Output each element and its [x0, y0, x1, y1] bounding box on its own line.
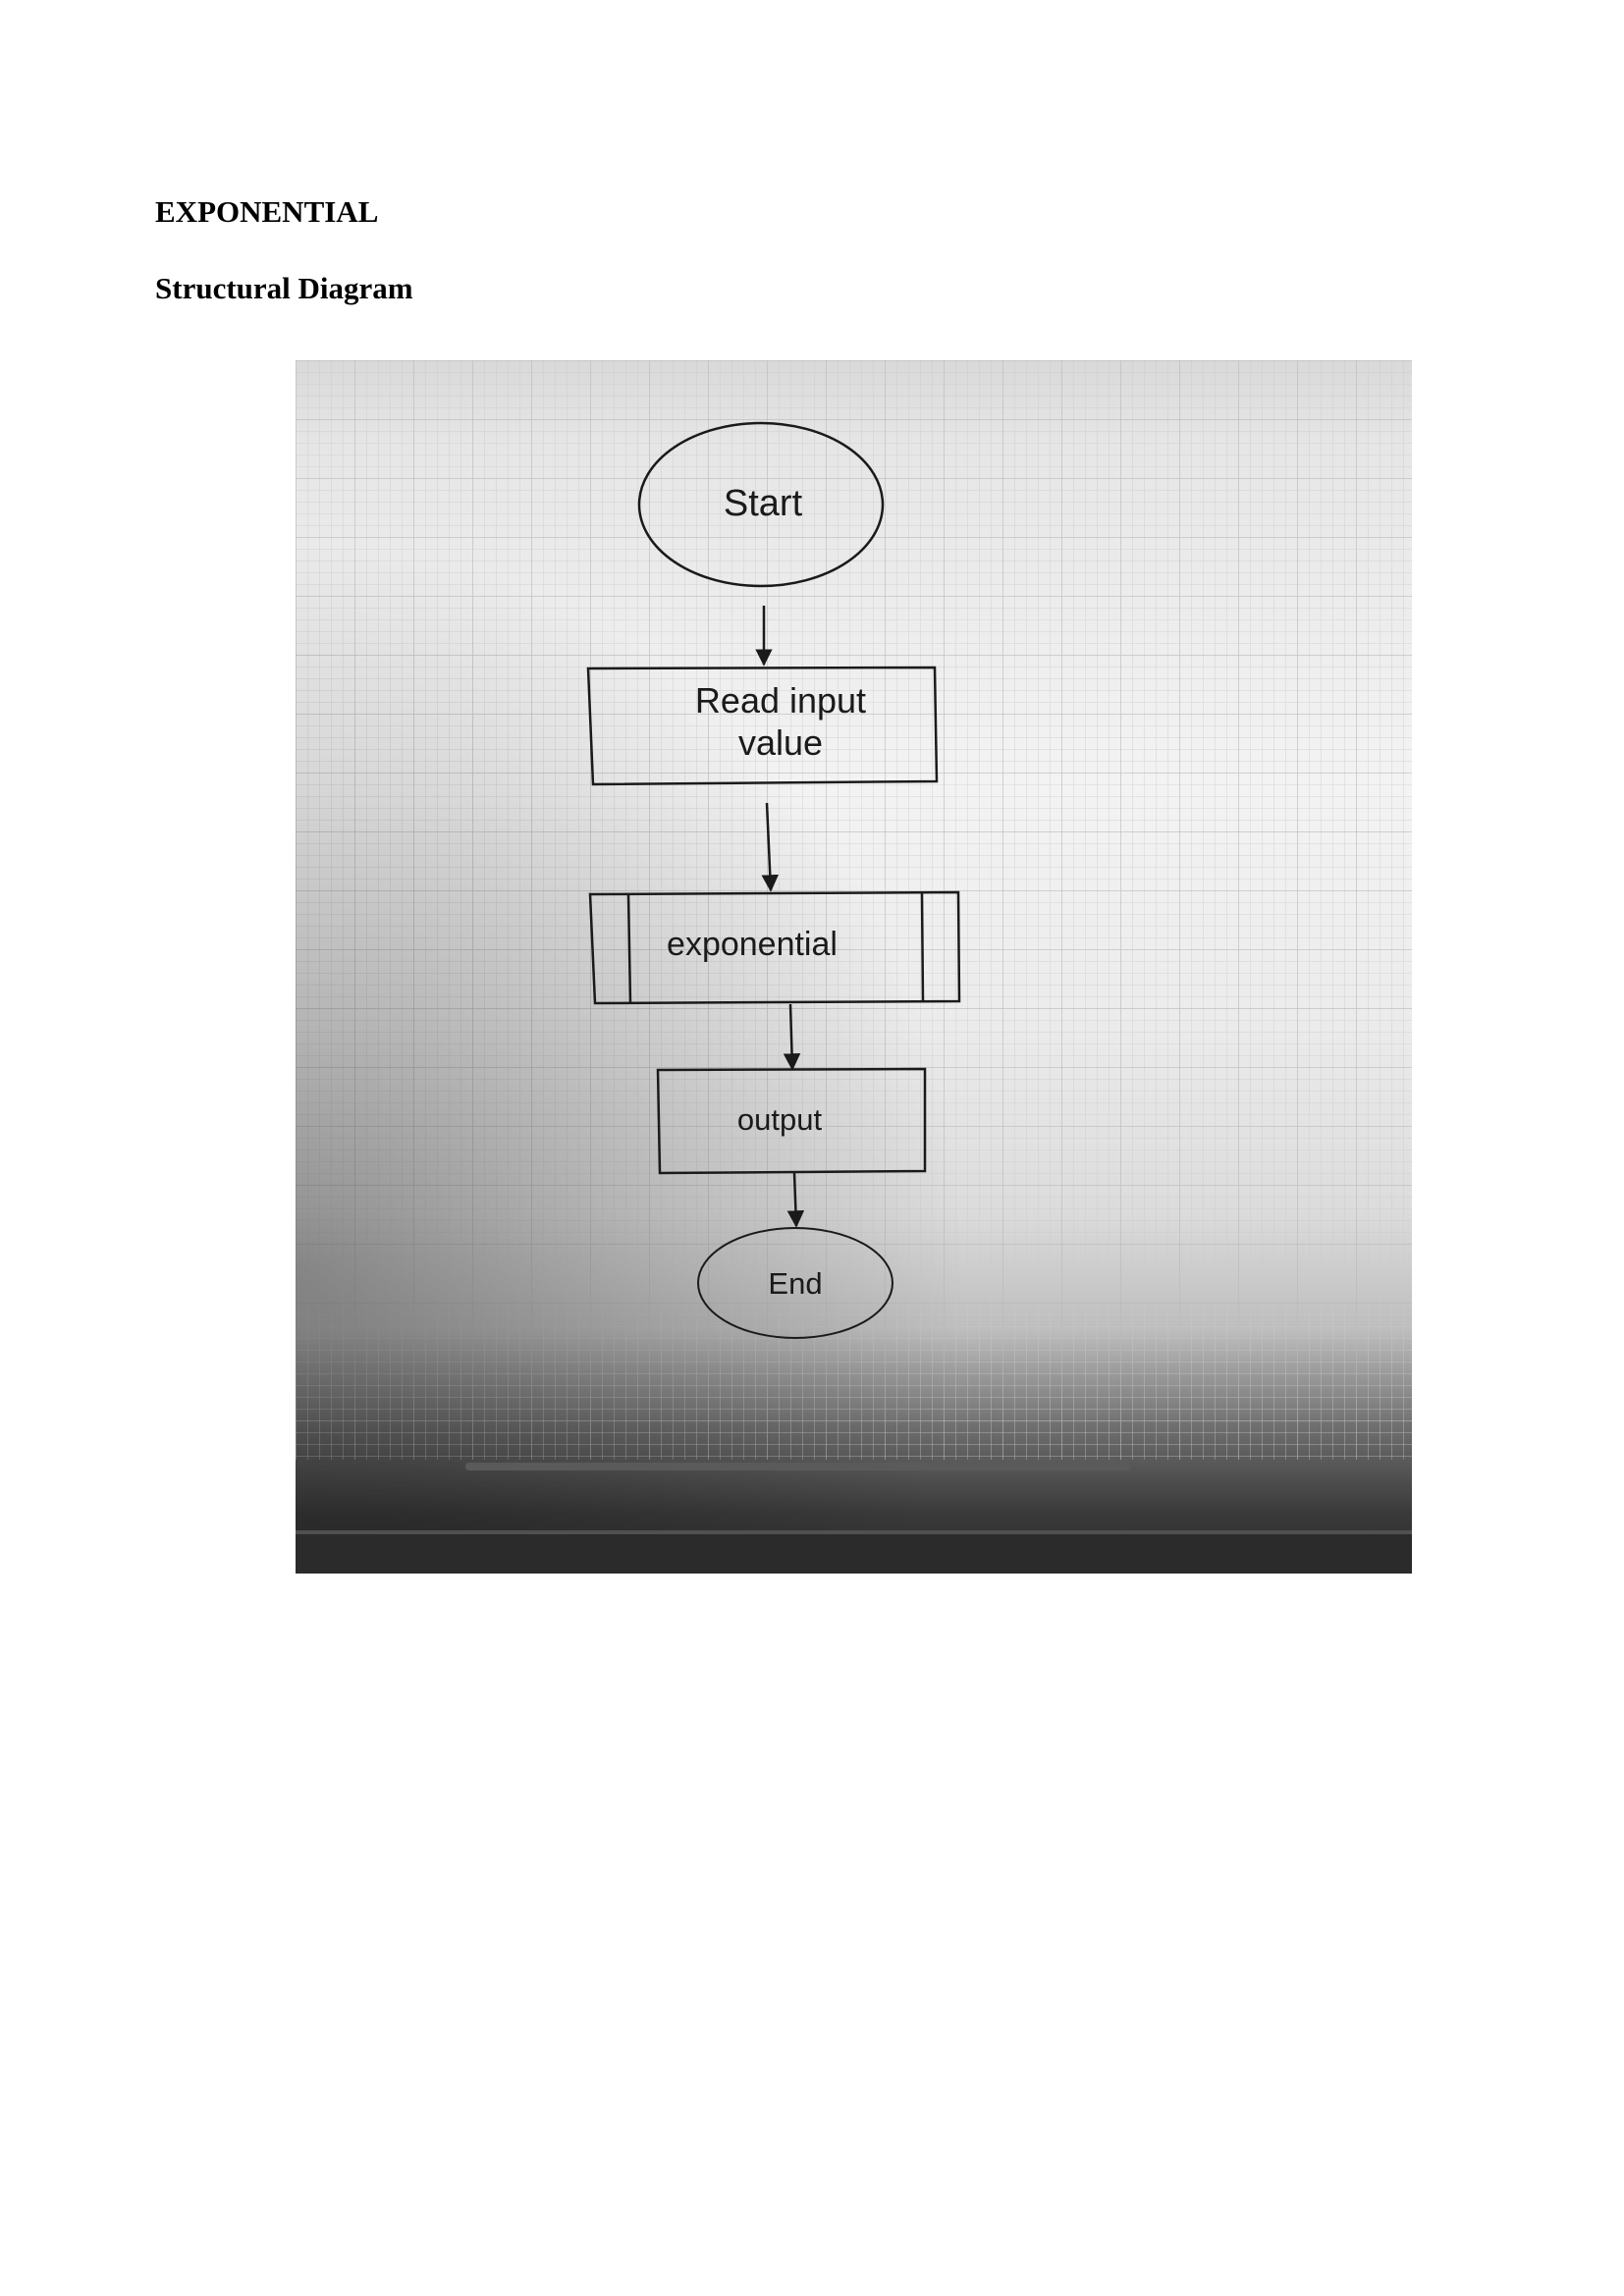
end-node-shape [697, 1227, 893, 1339]
output-node-shape [656, 1067, 927, 1175]
end-node-label: End [768, 1266, 822, 1301]
exponential-node-left-bar [626, 893, 632, 1004]
flowchart-diagram: Start Read input value exponential outpu… [296, 360, 1412, 1574]
start-node-label: Start [724, 483, 803, 524]
read-input-node-label-line1: Read input [695, 680, 866, 721]
edge-shadow [296, 360, 1412, 1574]
document-subtitle: Structural Diagram [155, 271, 413, 305]
exponential-node-right-bar [920, 892, 925, 1003]
arrow-exponential-to-output [783, 1003, 801, 1071]
exponential-node-shape [588, 890, 961, 1005]
bezel-highlight [296, 1530, 1412, 1534]
monitor-bezel [296, 1533, 1412, 1574]
start-node-shape [637, 421, 885, 588]
read-input-node-shape [586, 666, 939, 786]
arrow-read-to-exponential [761, 802, 780, 892]
exponential-node-label: exponential [667, 926, 838, 963]
document-title: EXPONENTIAL [155, 194, 379, 229]
flowchart-photo: Start Read input value exponential outpu… [296, 360, 1412, 1574]
arrow-output-to-end [786, 1172, 805, 1228]
output-node-label: output [737, 1102, 823, 1137]
read-input-node-label-line2: value [738, 722, 823, 763]
photo-scrollbar [465, 1463, 1131, 1470]
